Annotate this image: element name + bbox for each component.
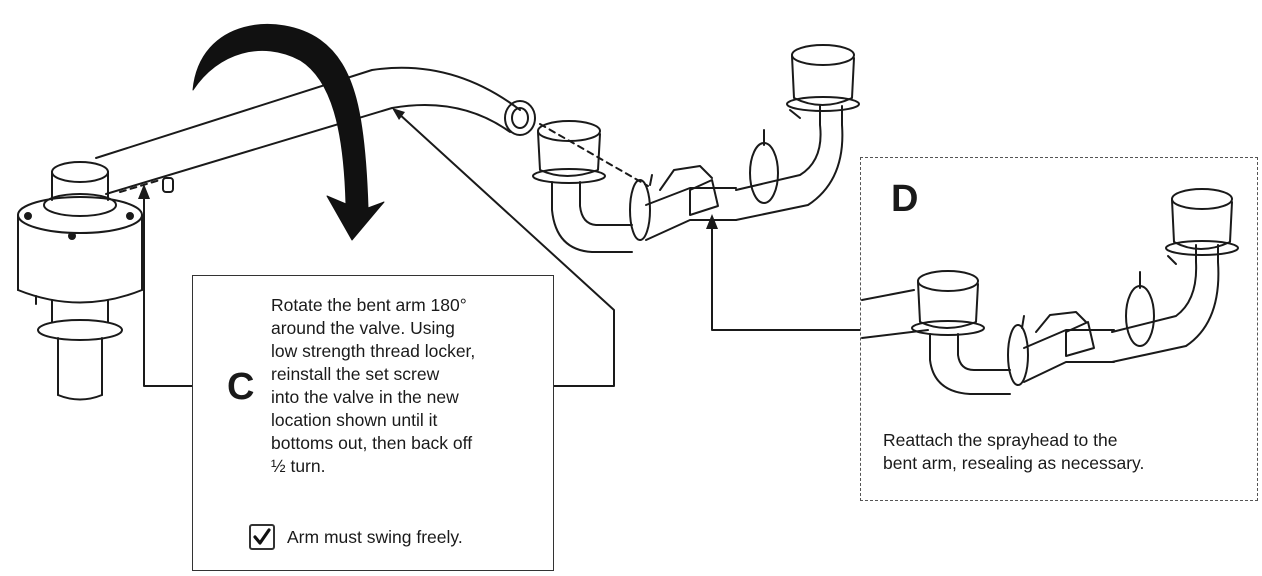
step-c-letter: C bbox=[227, 366, 255, 408]
step-d-instructions: Reattach the sprayhead to the bent arm, … bbox=[883, 429, 1253, 475]
instruction-line: reinstall the set screw bbox=[271, 364, 440, 384]
instruction-line: around the valve. Using bbox=[271, 318, 455, 338]
sprayhead-assembled bbox=[861, 188, 1239, 395]
step-c-instructions: Rotate the bent arm 180° around the valv… bbox=[271, 294, 553, 478]
checkmark-icon bbox=[249, 524, 275, 550]
leader-arrow-icon bbox=[392, 108, 405, 120]
instruction-line: location shown until it bbox=[271, 410, 438, 430]
step-d-box: D Reattach the sprayhead to the bent arm… bbox=[860, 157, 1258, 501]
bent-arm bbox=[95, 66, 536, 195]
leader-arrow-icon bbox=[138, 184, 150, 199]
instruction-line: Rotate the bent arm 180° bbox=[271, 295, 467, 315]
instruction-line: bent arm, resealing as necessary. bbox=[883, 453, 1145, 473]
leader-arrow-icon bbox=[706, 214, 718, 229]
check-note: Arm must swing freely. bbox=[287, 526, 463, 547]
check-row: Arm must swing freely. bbox=[249, 524, 463, 550]
leader-arrows bbox=[143, 112, 861, 387]
sprayhead-exploded bbox=[532, 44, 860, 253]
step-d-letter: D bbox=[891, 178, 919, 220]
step-c-box: C Rotate the bent arm 180° around the va… bbox=[192, 275, 554, 571]
instruction-line: ½ turn. bbox=[271, 456, 326, 476]
rotation-arrow-icon bbox=[192, 24, 385, 241]
instruction-line: bottoms out, then back off bbox=[271, 433, 473, 453]
valve-assembly bbox=[17, 161, 143, 401]
instruction-line: low strength thread locker, bbox=[271, 341, 476, 361]
instruction-line: into the valve in the new bbox=[271, 387, 459, 407]
instruction-line: Reattach the sprayhead to the bbox=[883, 430, 1118, 450]
